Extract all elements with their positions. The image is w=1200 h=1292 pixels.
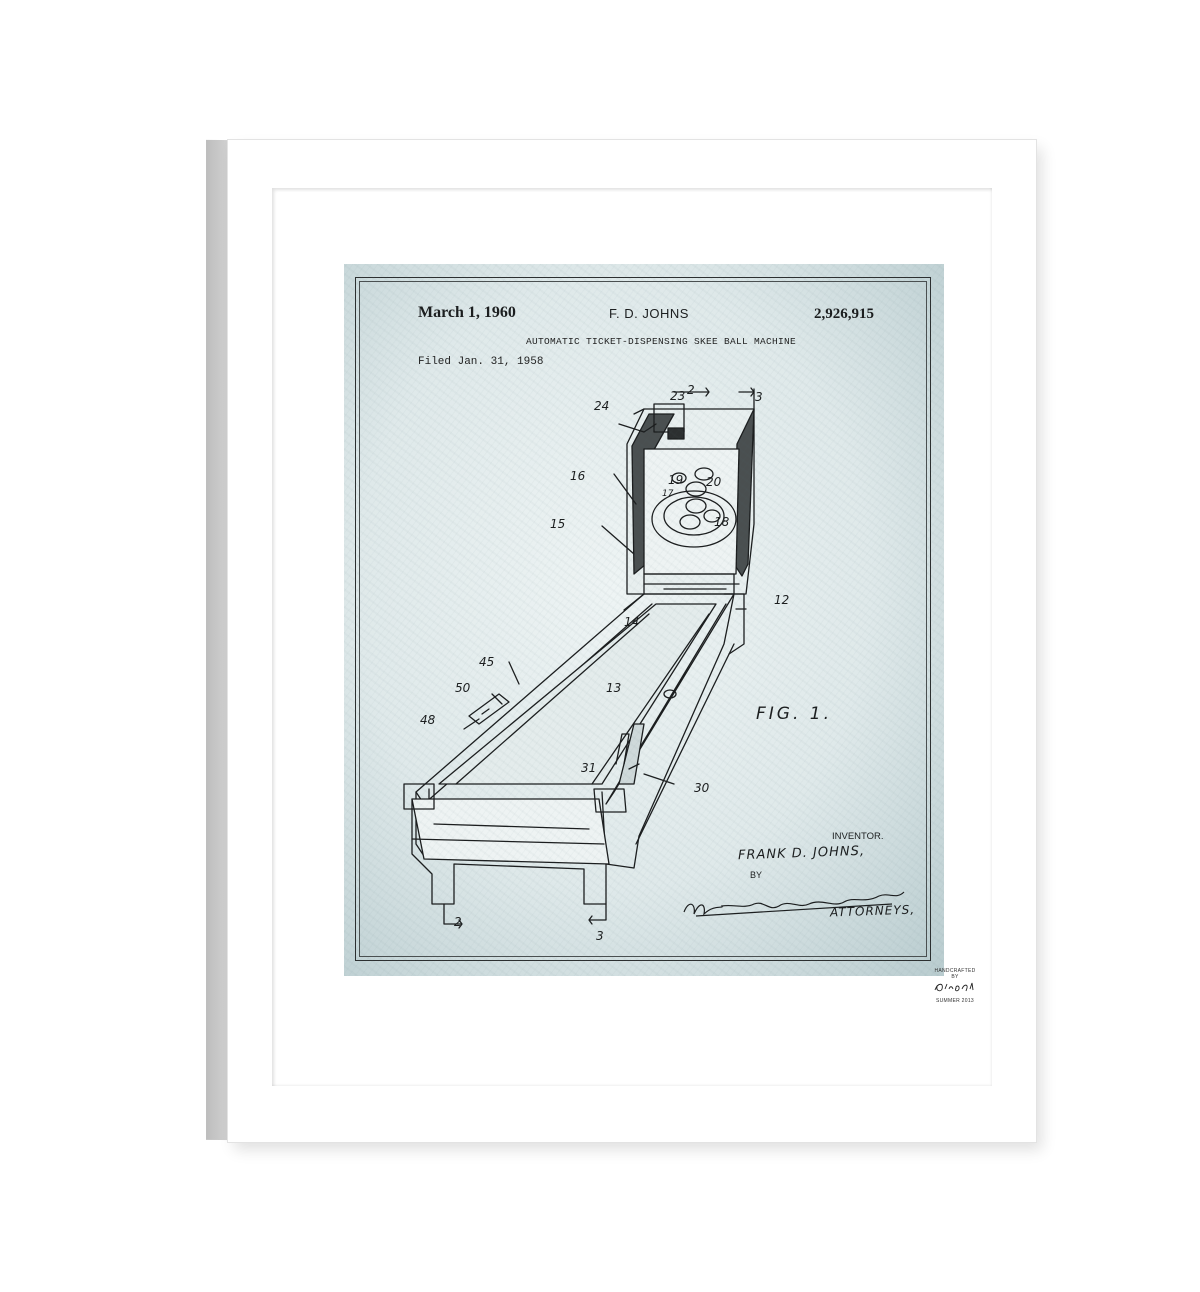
- callout-30: 30: [694, 781, 710, 795]
- callout-14: 14: [624, 615, 639, 629]
- skee-ball-drawing: 24 23 2 3 16 19 20 17 18 15 14 12 45 13 …: [403, 383, 905, 943]
- by-label: BY: [750, 870, 763, 880]
- print-outer-border: [355, 277, 931, 961]
- callout-24: 24: [594, 399, 609, 413]
- patent-date: March 1, 1960: [418, 304, 516, 321]
- patent-filed-date: Filed Jan. 31, 1958: [418, 356, 544, 368]
- callout-31: 31: [581, 761, 596, 775]
- artist-stamp: HANDCRAFTED BY SUMMER 2013: [932, 968, 978, 1004]
- callout-48: 48: [420, 713, 436, 727]
- patent-number: 2,926,915: [814, 306, 874, 322]
- callout-3-bottom: 3: [596, 929, 604, 943]
- patent-print: March 1, 1960 F. D. JOHNS 2,926,915 AUTO…: [344, 264, 944, 976]
- callout-13: 13: [606, 681, 621, 695]
- callout-15: 15: [550, 517, 565, 531]
- stamp-signature: [934, 982, 974, 992]
- callout-45: 45: [479, 655, 494, 669]
- print-inner-border: [359, 281, 927, 957]
- attorneys-signature: [683, 891, 905, 917]
- callout-23: 23: [670, 389, 685, 403]
- callout-2-top: 2: [687, 383, 695, 397]
- inventor-label: INVENTOR.: [832, 831, 884, 842]
- callout-18: 18: [714, 515, 730, 529]
- callout-19: 19: [668, 473, 683, 487]
- figure-label: FIG. 1.: [756, 704, 832, 724]
- callout-20: 20: [706, 475, 722, 489]
- callout-2-bottom: 2: [454, 915, 462, 929]
- patent-inventor-short: F. D. JOHNS: [609, 306, 689, 321]
- stamp-line1: HANDCRAFTED BY: [934, 968, 976, 980]
- callout-16: 16: [570, 469, 586, 483]
- attorneys-label: ATTORNEYS,: [829, 902, 916, 920]
- callout-3-top: 3: [755, 390, 763, 404]
- callout-17: 17: [662, 489, 674, 499]
- patent-title: AUTOMATIC TICKET-DISPENSING SKEE BALL MA…: [526, 336, 797, 347]
- stamp-line3: SUMMER 2013: [935, 998, 975, 1004]
- callout-50: 50: [455, 681, 471, 695]
- callout-12: 12: [774, 593, 789, 607]
